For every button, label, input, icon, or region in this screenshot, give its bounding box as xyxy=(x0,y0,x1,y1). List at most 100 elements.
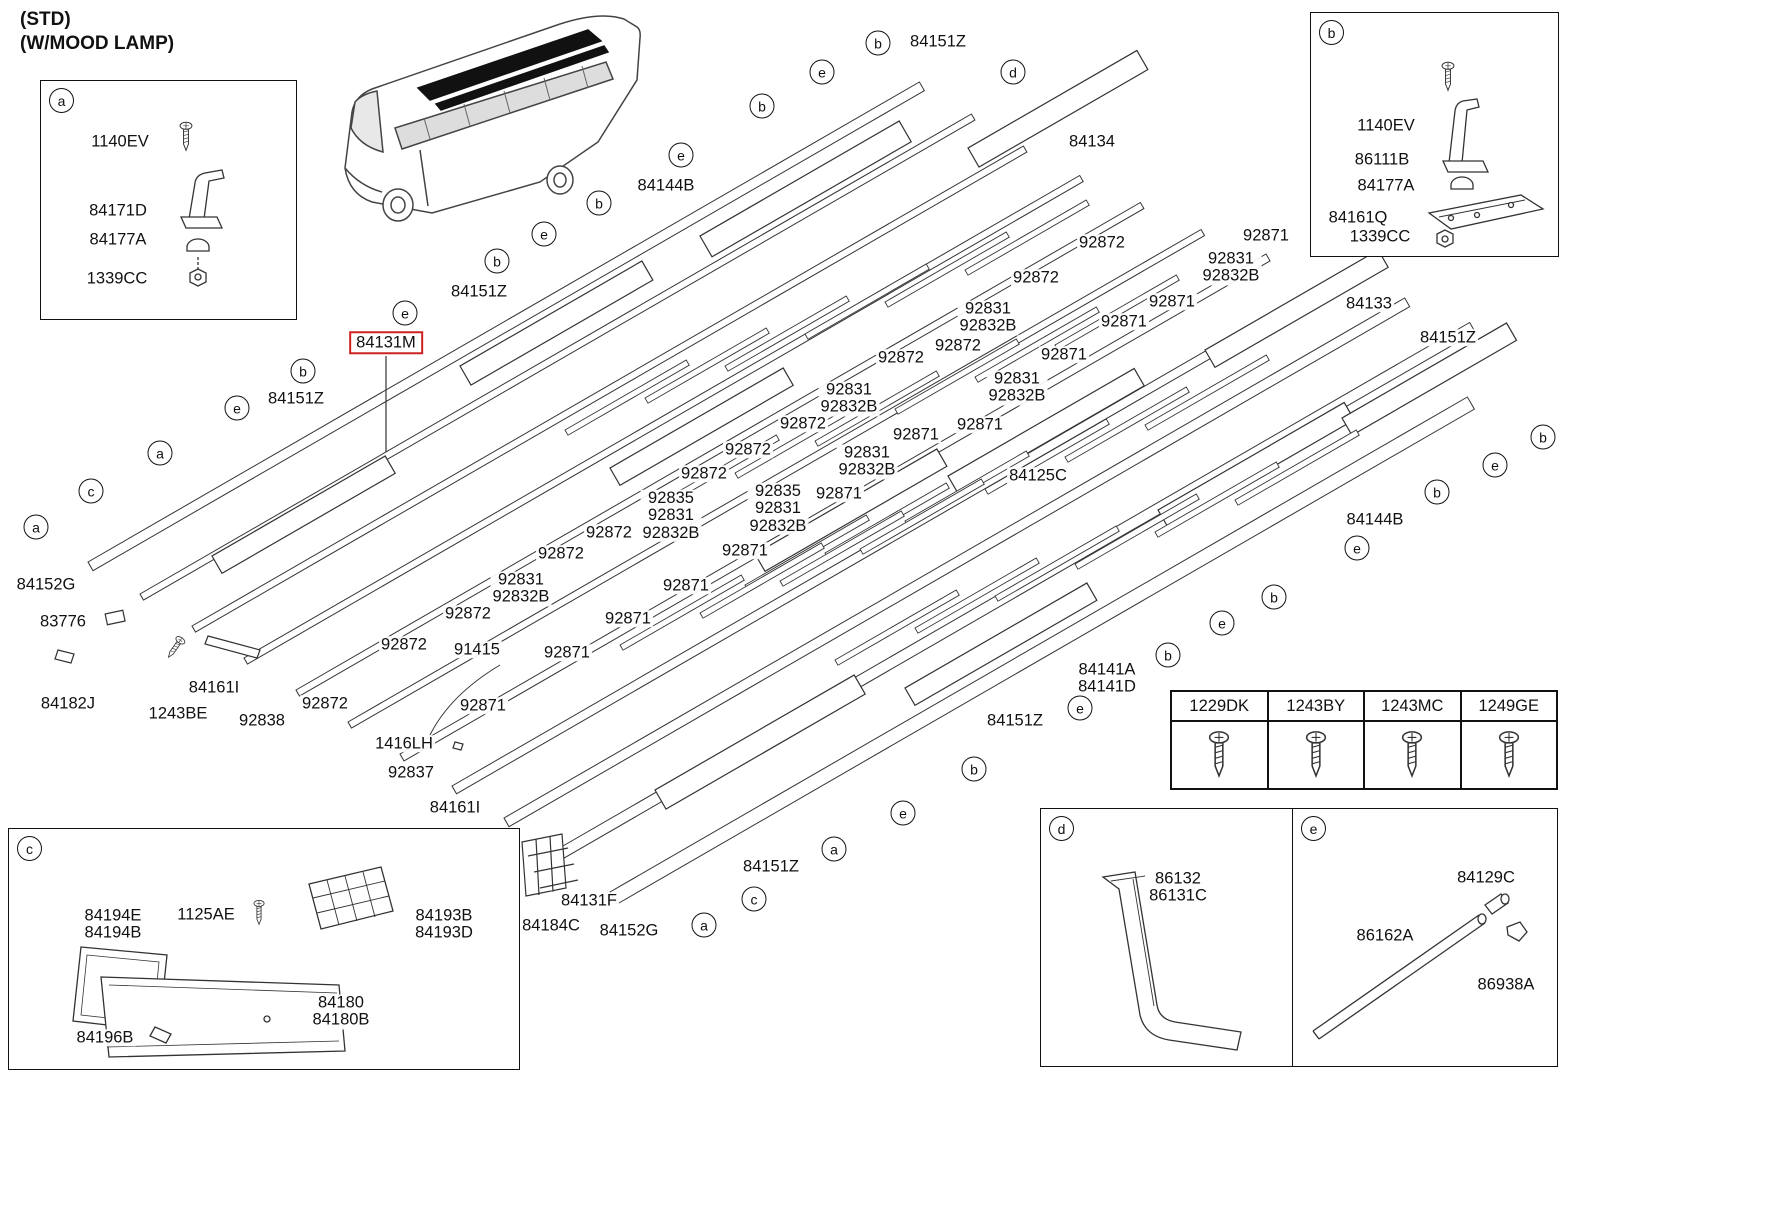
part-label: 84152G xyxy=(597,921,661,940)
part-label: 86111B xyxy=(1352,150,1412,169)
callout-e: e xyxy=(1482,452,1508,478)
inset-c-art xyxy=(72,866,394,1058)
bus-illustration xyxy=(344,15,641,222)
part-label: 86938A xyxy=(1475,975,1537,994)
fastener-code: 1249GE xyxy=(1460,691,1557,721)
inset-b-letter: b xyxy=(1319,20,1344,45)
part-label: 92871 xyxy=(814,484,864,503)
part-label: 84133 xyxy=(1344,294,1394,313)
inset-e: e xyxy=(1292,808,1558,1067)
part-label: 1339CC xyxy=(84,269,150,288)
part-label: 84196B xyxy=(74,1028,136,1047)
callout-e: e xyxy=(1344,535,1370,561)
inset-b: b xyxy=(1310,12,1559,257)
part-label: 84161Q xyxy=(1326,208,1390,227)
inset-a-letter: a xyxy=(49,88,74,113)
part-label: 84161I xyxy=(186,678,242,697)
part-label: 1416LH xyxy=(373,734,435,753)
part-label: 92871 xyxy=(542,643,592,662)
part-label: 92872 xyxy=(876,348,926,367)
fastener-code: 1229DK xyxy=(1171,691,1268,721)
part-label: 92872 xyxy=(778,414,828,433)
callout-e: e xyxy=(1067,695,1093,721)
callout-c: c xyxy=(78,478,104,504)
callout-b: b xyxy=(865,30,891,56)
part-label: 92872 xyxy=(679,464,729,483)
page-header: (STD) (W/MOOD LAMP) xyxy=(20,8,174,56)
part-label: 92872 xyxy=(723,440,773,459)
callout-e: e xyxy=(224,395,250,421)
part-label: 92837 xyxy=(386,763,436,782)
fastener-screw-icon xyxy=(1267,721,1364,789)
callout-a: a xyxy=(691,912,717,938)
part-label: 92871 xyxy=(1147,292,1197,311)
part-label: 92871 xyxy=(603,609,653,628)
inset-b-art xyxy=(1427,61,1545,248)
part-label: 84129C xyxy=(1455,868,1517,887)
part-label: 1140EV xyxy=(1355,116,1417,135)
part-label: 92872 xyxy=(536,544,586,563)
part-label: 92871 xyxy=(720,541,770,560)
part-label: 84134 xyxy=(1067,132,1117,151)
callout-e: e xyxy=(809,59,835,85)
part-label: 92871 xyxy=(661,576,711,595)
part-label: 84144B xyxy=(635,176,697,195)
part-label: 92871 xyxy=(1241,226,1291,245)
callout-a: a xyxy=(821,836,847,862)
part-label: 84161I xyxy=(427,798,483,817)
callout-b: b xyxy=(290,358,316,384)
callout-b: b xyxy=(749,93,775,119)
callout-a: a xyxy=(147,440,173,466)
callout-b: b xyxy=(1261,584,1287,610)
part-label: 91415 xyxy=(452,640,502,659)
callout-c: c xyxy=(741,886,767,912)
callout-b: b xyxy=(1155,642,1181,668)
header-line2: (W/MOOD LAMP) xyxy=(20,32,175,54)
inset-e-art xyxy=(1312,893,1528,1040)
inset-e-letter: e xyxy=(1301,816,1326,841)
part-label: 84151Z xyxy=(985,711,1045,730)
part-label: 84144B xyxy=(1344,510,1406,529)
fastener-screw-icon xyxy=(1460,721,1557,789)
inset-c-letter: c xyxy=(17,836,42,861)
part-label: 92871 xyxy=(955,415,1005,434)
fastener-screw-icon xyxy=(1364,721,1461,789)
callout-b: b xyxy=(484,248,510,274)
callout-e: e xyxy=(668,142,694,168)
inset-a-art xyxy=(179,121,225,287)
part-label: 1140EV xyxy=(89,132,151,151)
inset-d: d xyxy=(1040,808,1294,1067)
part-label: 92872 xyxy=(933,336,983,355)
callout-b: b xyxy=(1530,424,1556,450)
inset-d-letter: d xyxy=(1049,816,1074,841)
part-label: 84151Z xyxy=(741,857,801,876)
part-label: 92872 xyxy=(584,523,634,542)
fastener-code: 1243MC xyxy=(1364,691,1461,721)
part-label: 92872 xyxy=(300,694,350,713)
callout-b: b xyxy=(586,190,612,216)
part-label: 92872 xyxy=(1077,233,1127,252)
callout-e: e xyxy=(1209,610,1235,636)
part-label: 86162A xyxy=(1354,926,1416,945)
fastener-screw-icon xyxy=(1171,721,1268,789)
callout-e: e xyxy=(531,221,557,247)
part-label: 1339CC xyxy=(1347,227,1413,246)
inset-d-art xyxy=(1101,871,1242,1051)
part-label: 92871 xyxy=(458,696,508,715)
callout-b: b xyxy=(961,756,987,782)
part-label: 84177A xyxy=(87,230,149,249)
part-label: 92872 xyxy=(379,635,429,654)
part-label: 1243BE xyxy=(146,704,210,723)
fastener-code: 1243BY xyxy=(1267,691,1364,721)
inset-a: a xyxy=(40,80,297,320)
part-label: 83776 xyxy=(38,612,88,631)
callout-d: d xyxy=(1000,59,1026,85)
